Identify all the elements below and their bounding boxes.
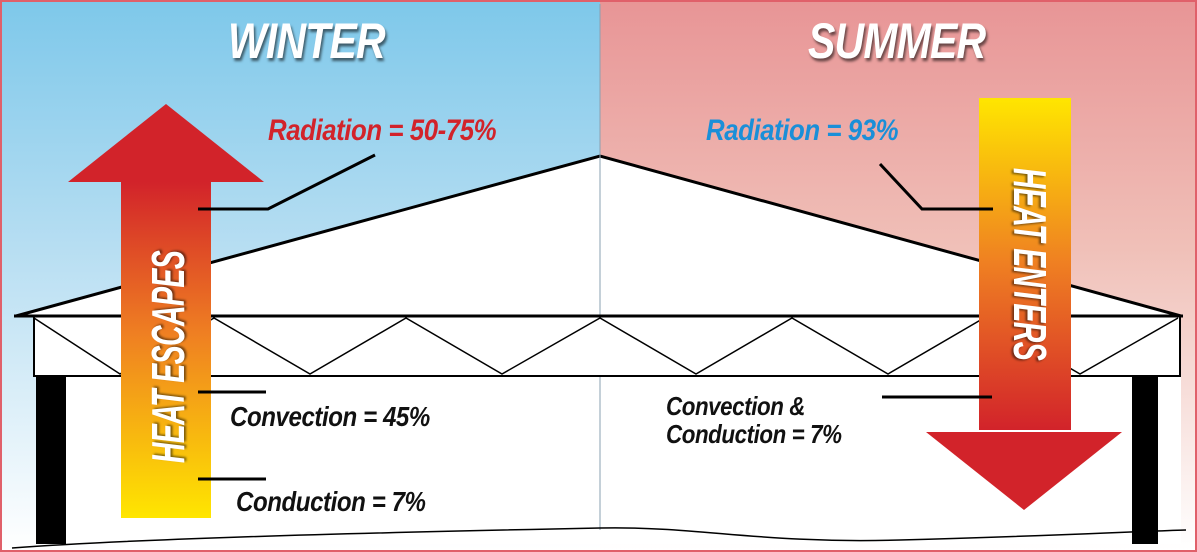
summer-radiation-label: Radiation = 93% — [706, 114, 899, 147]
right-wall — [1132, 376, 1158, 544]
heat-enters-arrow — [926, 98, 1122, 510]
heat-enters-label: HEAT ENTERS — [1004, 167, 1056, 361]
winter-title: WINTER — [228, 13, 386, 69]
summer-radiation-leader — [878, 162, 993, 211]
winter-conduction-label: Conduction = 7% — [236, 486, 426, 517]
ground-line — [11, 527, 1187, 549]
left-wall — [36, 376, 66, 544]
summer-convection-label-line1: Convection & — [666, 391, 805, 421]
summer-convection-label-line2: Conduction = 7% — [666, 419, 842, 449]
heat-escapes-arrow — [68, 104, 264, 518]
heat-escapes-label: HEAT ESCAPES — [142, 250, 194, 464]
summer-title: SUMMER — [808, 13, 986, 69]
winter-radiation-label: Radiation = 50-75% — [268, 114, 497, 147]
winter-convection-label: Convection = 45% — [230, 401, 430, 432]
winter-radiation-leader — [198, 153, 376, 211]
